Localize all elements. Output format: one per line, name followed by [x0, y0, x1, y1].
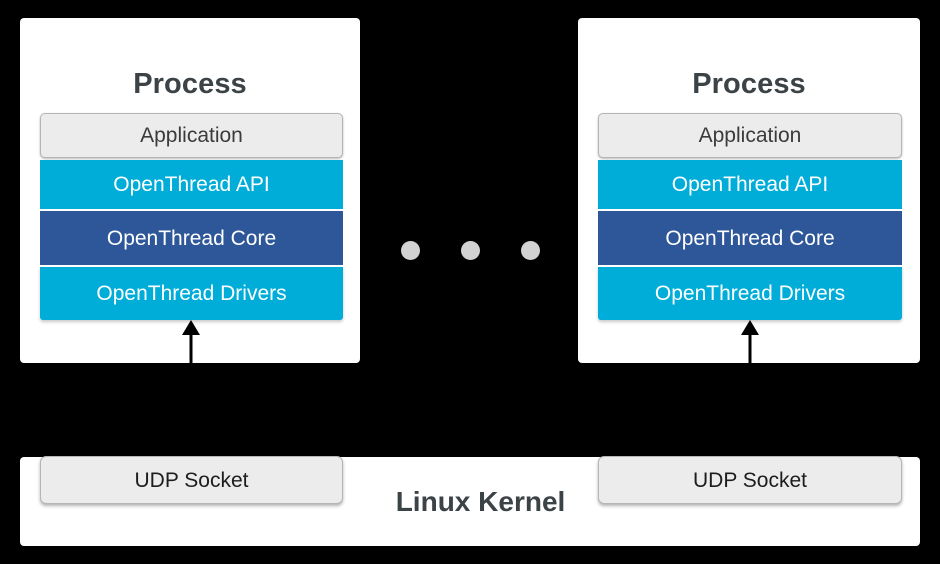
ellipsis-dot-1 [401, 241, 420, 260]
layer-application-right: Application [598, 113, 902, 158]
arrow-udp-to-drivers-left [182, 320, 200, 363]
udp-socket-right: UDP Socket [598, 456, 902, 504]
ellipsis-dot-3 [521, 241, 540, 260]
layer-openthread-api-left: OpenThread API [40, 160, 343, 209]
arrow-head-icon [182, 320, 200, 335]
layer-application-left: Application [40, 113, 343, 158]
layer-openthread-drivers-right: OpenThread Drivers [598, 267, 902, 320]
linux-kernel-title: Linux Kernel [395, 486, 566, 517]
layer-openthread-api-right: OpenThread API [598, 160, 902, 209]
process-title-right: Process [692, 68, 806, 100]
process-card-left: Process Application OpenThread API OpenT… [20, 18, 360, 363]
layer-openthread-core-right: OpenThread Core [598, 211, 902, 265]
arrow-shaft [748, 333, 752, 363]
arrow-shaft [189, 333, 193, 363]
process-title-left: Process [133, 68, 247, 100]
ellipsis-dot-2 [461, 241, 480, 260]
arrow-udp-to-drivers-right [741, 320, 759, 363]
layer-openthread-drivers-left: OpenThread Drivers [40, 267, 343, 320]
arrow-head-icon [741, 320, 759, 335]
udp-socket-left: UDP Socket [40, 456, 343, 504]
linux-kernel-bar: UDP Socket Linux Kernel UDP Socket [20, 456, 920, 546]
process-card-right: Process Application OpenThread API OpenT… [578, 18, 920, 363]
layer-openthread-core-left: OpenThread Core [40, 211, 343, 265]
